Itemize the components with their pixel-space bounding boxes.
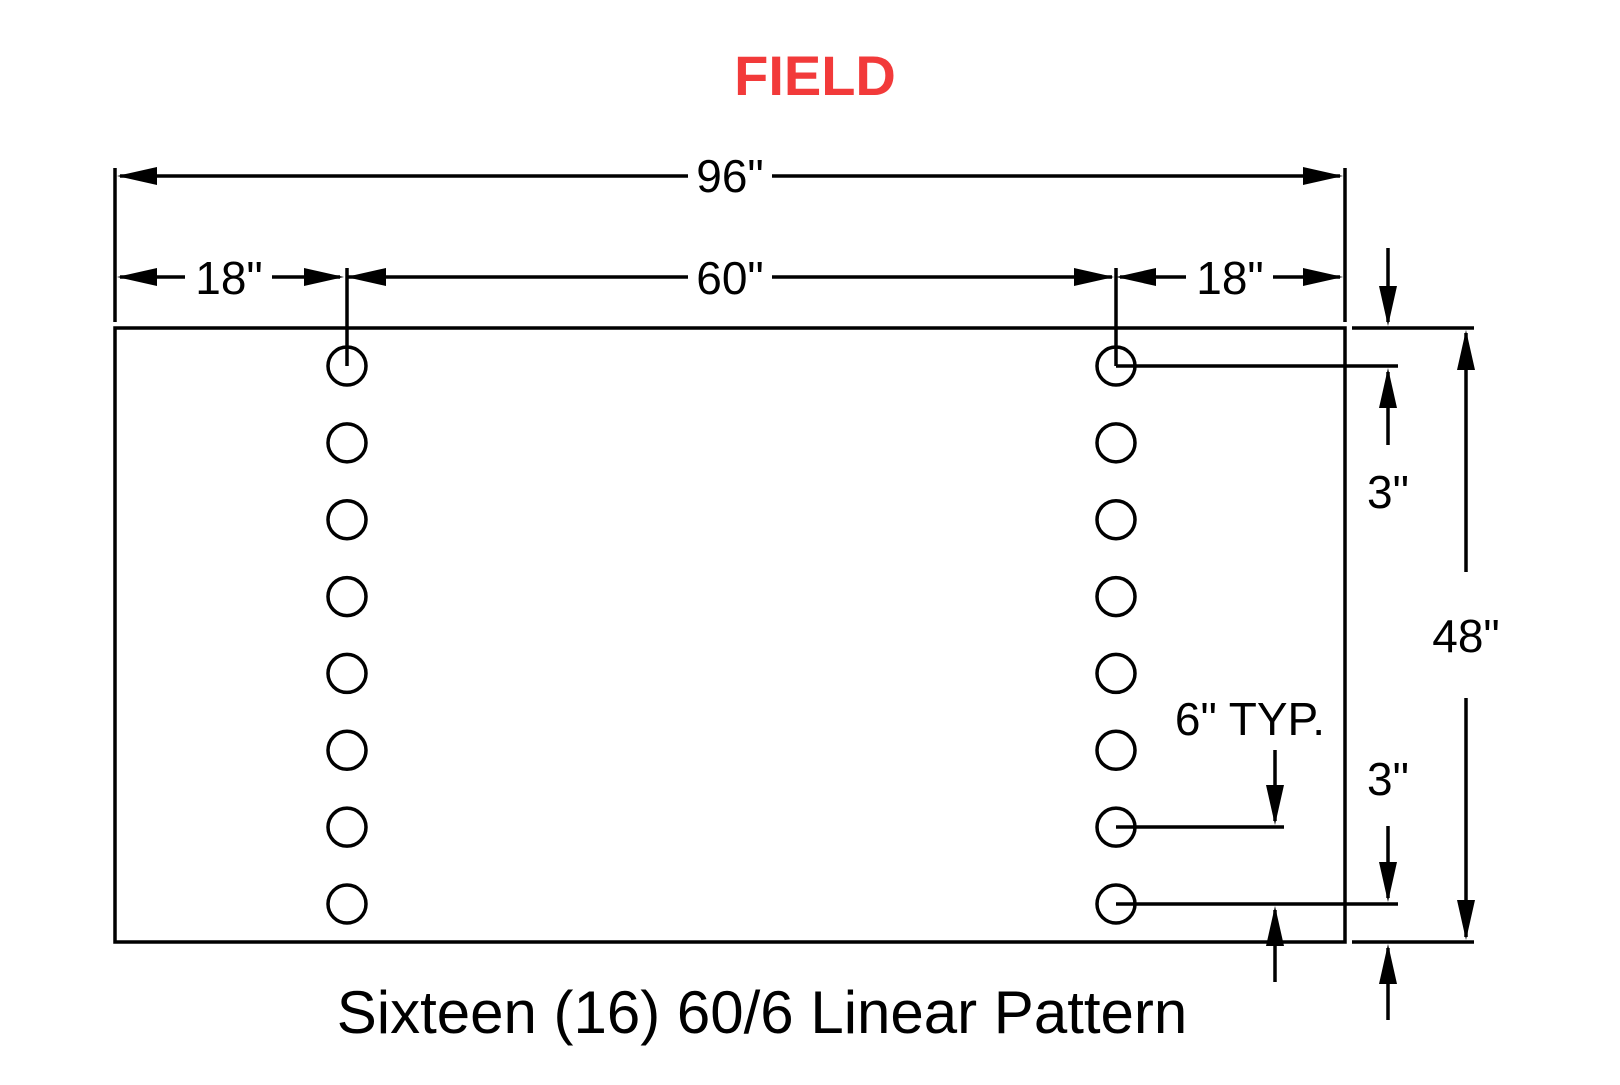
arrowhead [1379, 944, 1397, 984]
left-hole-6 [326, 729, 368, 772]
right-hole-4 [1095, 575, 1137, 618]
overall-height-dimension: 48" [1352, 326, 1500, 944]
right-hole-column [1095, 345, 1137, 925]
hole-span-dimension: 60" [346, 252, 1114, 304]
left-hole-2 [326, 422, 368, 464]
arrowhead [1457, 900, 1475, 940]
overall-height-label: 48" [1432, 610, 1500, 662]
panel-outline [113, 326, 1347, 944]
left-hole-4 [326, 575, 368, 618]
arrowhead [304, 268, 344, 286]
bottom-offset-label: 3" [1367, 753, 1409, 805]
left-hole-column [326, 345, 368, 925]
arrowhead [1116, 268, 1156, 286]
title: FIELD [734, 44, 896, 107]
overall-width-label: 96" [696, 150, 764, 202]
pattern-caption: Sixteen (16) 60/6 Linear Pattern [337, 979, 1188, 1046]
arrowhead [117, 268, 157, 286]
hole-span-label: 60" [696, 252, 764, 304]
right-margin-dimension: 18" [1116, 252, 1343, 304]
arrowhead [1457, 330, 1475, 370]
arrowhead [1379, 286, 1397, 326]
arrowhead [1379, 368, 1397, 408]
right-hole-5 [1095, 652, 1137, 695]
arrowhead [1266, 906, 1284, 946]
top-offset-dimension: 3" [1116, 248, 1409, 518]
arrowhead [117, 167, 157, 185]
hole-spacing-dimension: 6" TYP. [1116, 693, 1325, 982]
left-hole-8 [326, 883, 368, 925]
right-hole-6 [1095, 729, 1137, 772]
hole-spacing-label: 6" TYP. [1175, 693, 1325, 745]
left-hole-5 [326, 652, 368, 695]
arrowhead [1074, 268, 1114, 286]
top-offset-label: 3" [1367, 466, 1409, 518]
left-margin-label: 18" [195, 252, 263, 304]
overall-width-dimension: 96" [113, 150, 1347, 322]
arrowhead [346, 268, 386, 286]
left-margin-dimension: 18" [117, 252, 344, 304]
left-hole-7 [326, 806, 368, 848]
right-hole-3 [1095, 498, 1137, 541]
left-hole-3 [326, 498, 368, 541]
right-hole-2 [1095, 422, 1137, 464]
arrowhead [1303, 167, 1343, 185]
arrowhead [1303, 268, 1343, 286]
right-margin-label: 18" [1196, 252, 1264, 304]
arrowhead [1266, 785, 1284, 825]
arrowhead [1379, 862, 1397, 902]
bottom-offset-dimension: 3" [1116, 753, 1409, 1020]
